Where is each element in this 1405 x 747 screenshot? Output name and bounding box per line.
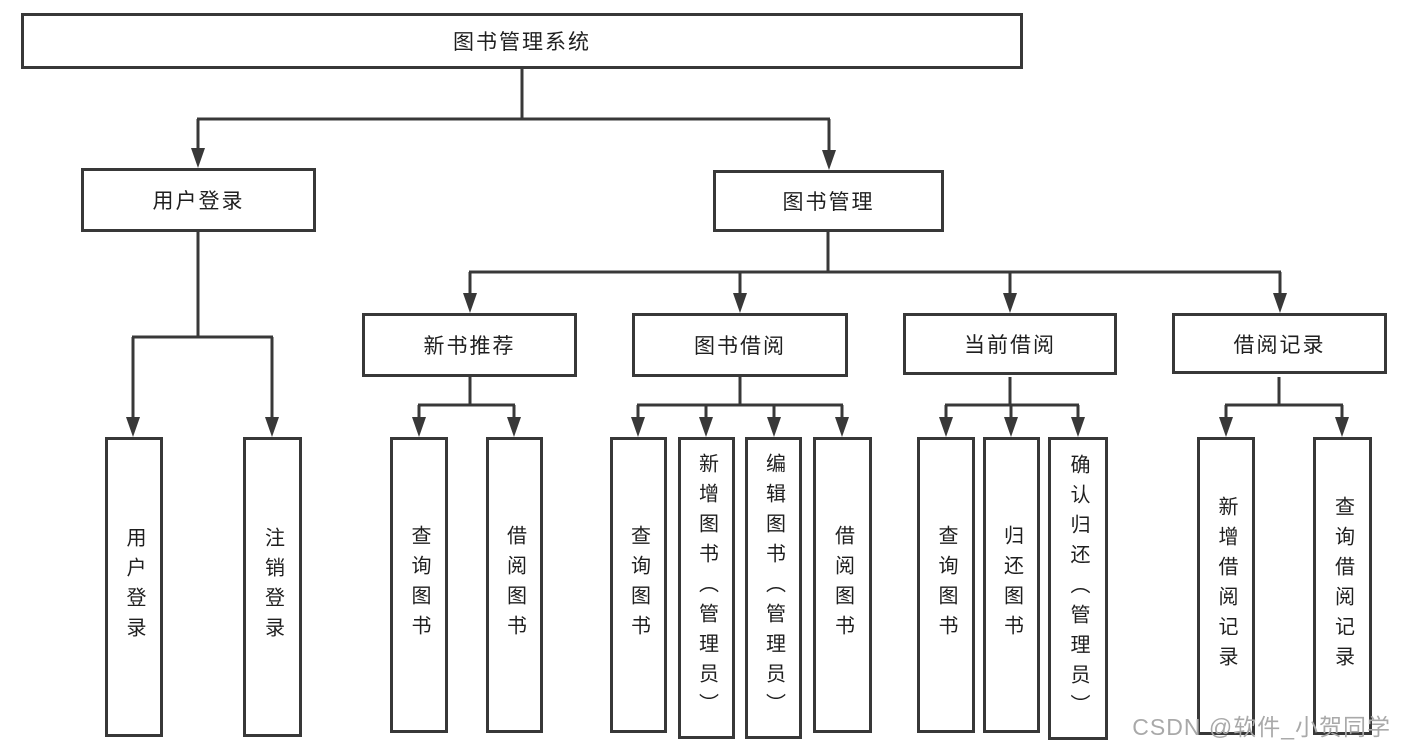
node-new-book-recommend-label: 新书推荐 xyxy=(423,335,516,358)
leaf-borrow-book-label: 借阅图书 xyxy=(831,525,854,645)
node-user-login: 用户登录 xyxy=(81,168,316,232)
leaf-query-book-recommend: 查询图书 xyxy=(390,437,448,733)
csdn-watermark: CSDN @软件_小贺同学 xyxy=(1132,714,1391,740)
leaf-edit-book-admin-label: 编辑图书（管理员） xyxy=(762,453,785,723)
node-new-book-recommend: 新书推荐 xyxy=(362,313,577,377)
node-book-management: 图书管理 xyxy=(713,170,944,232)
node-root-label: 图书管理系统 xyxy=(453,31,591,54)
leaf-add-book-admin: 新增图书（管理员） xyxy=(678,437,735,739)
node-book-borrow: 图书借阅 xyxy=(632,313,848,377)
arrowheads xyxy=(126,148,1349,437)
leaf-user-login: 用户登录 xyxy=(105,437,163,737)
leaf-query-book-borrow-label: 查询图书 xyxy=(627,525,650,645)
leaf-query-book-current: 查询图书 xyxy=(917,437,975,733)
leaf-return-book-label: 归还图书 xyxy=(1000,525,1023,645)
node-borrow-records: 借阅记录 xyxy=(1172,313,1387,374)
leaf-query-borrow-record: 查询借阅记录 xyxy=(1313,437,1372,735)
node-book-borrow-label: 图书借阅 xyxy=(694,335,786,358)
leaf-user-login-label: 用户登录 xyxy=(123,527,145,647)
node-borrow-records-label: 借阅记录 xyxy=(1233,333,1326,357)
leaf-query-book-borrow: 查询图书 xyxy=(610,437,667,733)
leaf-confirm-return-admin: 确认归还（管理员） xyxy=(1048,437,1108,740)
leaf-add-borrow-record: 新增借阅记录 xyxy=(1197,437,1255,735)
node-user-login-label: 用户登录 xyxy=(152,190,245,213)
node-current-borrow: 当前借阅 xyxy=(903,313,1117,375)
leaf-add-book-admin-label: 新增图书（管理员） xyxy=(695,453,718,723)
leaf-borrow-book-recommend-label: 借阅图书 xyxy=(503,525,526,645)
leaf-edit-book-admin: 编辑图书（管理员） xyxy=(745,437,802,739)
connector-paths xyxy=(131,69,1344,421)
leaf-query-borrow-record-label: 查询借阅记录 xyxy=(1331,496,1354,676)
leaf-logout: 注销登录 xyxy=(243,437,302,737)
node-book-management-label: 图书管理 xyxy=(782,191,875,214)
leaf-borrow-book: 借阅图书 xyxy=(813,437,872,733)
leaf-query-book-current-label: 查询图书 xyxy=(935,525,957,645)
leaf-logout-label: 注销登录 xyxy=(261,527,284,647)
leaf-add-borrow-record-label: 新增借阅记录 xyxy=(1215,496,1237,676)
node-current-borrow-label: 当前借阅 xyxy=(964,334,1056,357)
leaf-query-book-recommend-label: 查询图书 xyxy=(408,525,430,645)
leaf-confirm-return-admin-label: 确认归还（管理员） xyxy=(1067,453,1089,724)
node-root: 图书管理系统 xyxy=(21,13,1023,69)
leaf-borrow-book-recommend: 借阅图书 xyxy=(486,437,543,733)
leaf-return-book: 归还图书 xyxy=(983,437,1040,733)
